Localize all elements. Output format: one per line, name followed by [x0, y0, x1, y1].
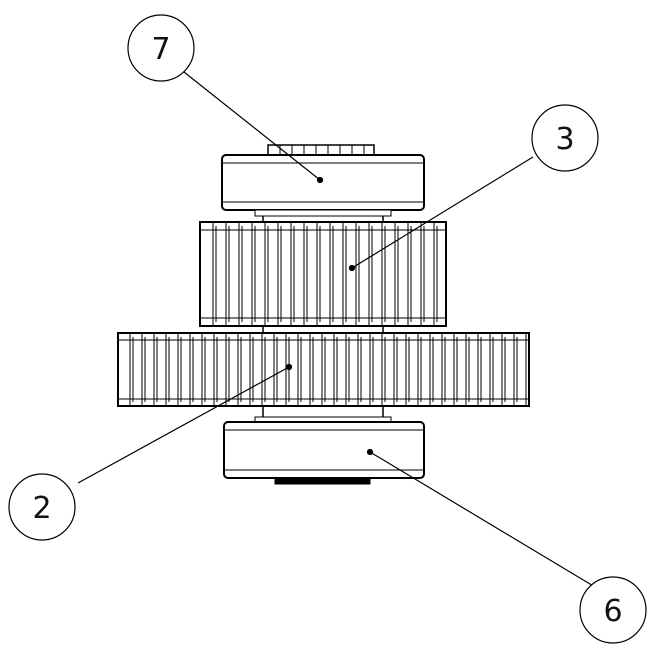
leader-2	[77, 366, 290, 484]
leader-dot-6	[366, 448, 374, 456]
callout-balloon-7: 7	[127, 14, 195, 82]
callout-label-3: 3	[555, 122, 574, 157]
callout-balloon-2: 2	[8, 473, 76, 541]
small-gear	[199, 221, 447, 327]
bottom-bearing	[223, 416, 425, 485]
callout-label-2: 2	[32, 491, 51, 526]
leader-3	[351, 156, 534, 269]
leader-dot-2	[285, 363, 293, 371]
large-gear	[117, 332, 530, 407]
top-bearing	[221, 144, 425, 217]
callout-label-7: 7	[151, 32, 170, 67]
leader-7	[183, 71, 321, 181]
callout-balloon-3: 3	[531, 104, 599, 172]
leader-dot-3	[348, 264, 356, 272]
leader-6	[369, 451, 596, 588]
leader-dot-7	[316, 176, 324, 184]
callout-balloon-6: 6	[579, 576, 647, 644]
callout-label-6: 6	[603, 594, 622, 629]
leader-lines	[77, 71, 596, 588]
